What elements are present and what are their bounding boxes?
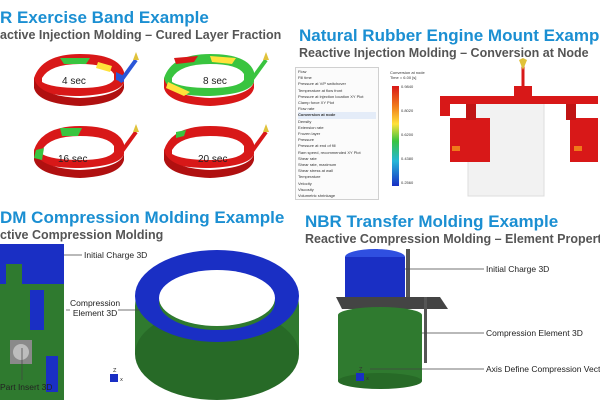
nbr-callout-leaders xyxy=(370,268,484,370)
nbr-transfer-panel: NBR Transfer Molding Example Reactive Co… xyxy=(300,205,600,400)
legend-tick-label: 0.6200 xyxy=(401,132,414,137)
nbr-callout-compression-element: Compression Element 3D xyxy=(486,328,583,338)
nbr-callout-axis-vector: Axis Define Compression Vector xyxy=(486,364,600,374)
svg-text:x: x xyxy=(120,377,123,383)
nbr-subtitle: Reactive Compression Molding – Element P… xyxy=(305,232,600,246)
engine-mount-model xyxy=(440,58,598,197)
results-tree-item[interactable]: Pressure at injection location XY Plot xyxy=(298,93,364,99)
legend-header-line1: Conversion at node xyxy=(390,70,425,75)
epdm-subtitle: ctive Compression Molding xyxy=(0,228,164,242)
engine-mount-panel: Natural Rubber Engine Mount Example Reac… xyxy=(290,0,600,205)
axis-triad-icon: Z x xyxy=(110,368,123,383)
nbr-mold-model xyxy=(336,249,448,389)
results-tree-item[interactable]: Conversion at node xyxy=(298,112,376,119)
exercise-band-subtitle: active Injection Molding – Cured Layer F… xyxy=(0,28,282,42)
exercise-band-title: R Exercise Band Example xyxy=(0,8,209,27)
results-tree-item[interactable]: Temperature xyxy=(298,174,321,180)
time-label-16sec: 16 sec xyxy=(58,154,88,165)
time-label-8sec: 8 sec xyxy=(203,76,227,87)
results-tree-item[interactable]: Shear rate xyxy=(298,155,317,161)
results-tree-item[interactable]: Volumetric shrinkage xyxy=(298,193,336,199)
results-tree-item[interactable]: Density xyxy=(298,118,312,124)
results-tree-item[interactable]: Fill time xyxy=(298,75,312,81)
engine-mount-subtitle: Reactive Injection Molding – Conversion … xyxy=(299,46,589,60)
band-result-4sec xyxy=(34,52,139,106)
results-tree-item[interactable]: Extension rate xyxy=(298,124,324,130)
legend-tick-label: 0.4380 xyxy=(401,156,414,161)
legend-tick-label: 0.8020 xyxy=(401,108,414,113)
legend-color-bar xyxy=(392,86,399,186)
legend-tick-label: 0.9840 xyxy=(401,84,414,89)
epdm-title: DM Compression Molding Example xyxy=(0,208,285,227)
epdm-callout-initial-charge: Initial Charge 3D xyxy=(84,250,148,260)
engine-mount-title: Natural Rubber Engine Mount Example xyxy=(299,26,600,45)
epdm-callout-part-insert: Part Insert 3D xyxy=(0,382,53,392)
epdm-callout-leaders xyxy=(21,254,140,380)
exercise-band-panel: R Exercise Band Example active Injection… xyxy=(0,0,290,200)
results-tree-item[interactable]: Pressure at end of fill xyxy=(298,143,336,149)
results-tree-item[interactable]: Temperature at flow front xyxy=(298,87,343,93)
results-tree-item[interactable]: Air traps xyxy=(298,199,376,200)
results-tree-item[interactable]: Viscosity xyxy=(298,186,314,192)
results-tree-item[interactable]: Flow xyxy=(298,69,307,74)
results-tree-item[interactable]: Frozen layer xyxy=(298,131,321,137)
results-tree-item[interactable]: Flow rate xyxy=(298,106,315,112)
svg-text:Z: Z xyxy=(359,367,363,373)
band-result-8sec xyxy=(164,52,269,106)
axis-triad-icon: Z x xyxy=(356,367,369,382)
results-tree-item[interactable]: Ram speed, recommended XY Plot xyxy=(298,149,361,155)
band-result-16sec xyxy=(34,124,139,178)
results-tree-item[interactable]: Pressure xyxy=(298,137,315,143)
svg-text:Z: Z xyxy=(113,368,117,374)
epdm-ring-model xyxy=(135,250,299,400)
time-label-4sec: 4 sec xyxy=(62,76,86,87)
legend-tick-label: 0.2560 xyxy=(401,180,414,185)
nbr-callout-initial-charge: Initial Charge 3D xyxy=(486,264,550,274)
epdm-compression-panel: DM Compression Molding Example ctive Com… xyxy=(0,200,300,400)
results-tree-item[interactable]: Clamp force XY Plot xyxy=(298,100,334,106)
nbr-title: NBR Transfer Molding Example xyxy=(305,212,559,231)
results-tree-item[interactable]: Shear rate, maximum xyxy=(298,162,337,168)
epdm-callout-compression-element: Compression Element 3D xyxy=(70,298,121,318)
svg-text:x: x xyxy=(366,376,369,382)
band-result-20sec xyxy=(164,124,269,178)
epdm-mesh-detail xyxy=(0,244,64,400)
results-tree-item[interactable]: Velocity xyxy=(298,180,312,186)
results-tree-item[interactable]: Shear stress at wall xyxy=(298,168,333,174)
legend-header-line2: Time = 6.00 [s] xyxy=(390,75,417,80)
time-label-20sec: 20 sec xyxy=(198,154,228,165)
results-tree-item[interactable]: Pressure at V/P switchover xyxy=(298,81,346,87)
